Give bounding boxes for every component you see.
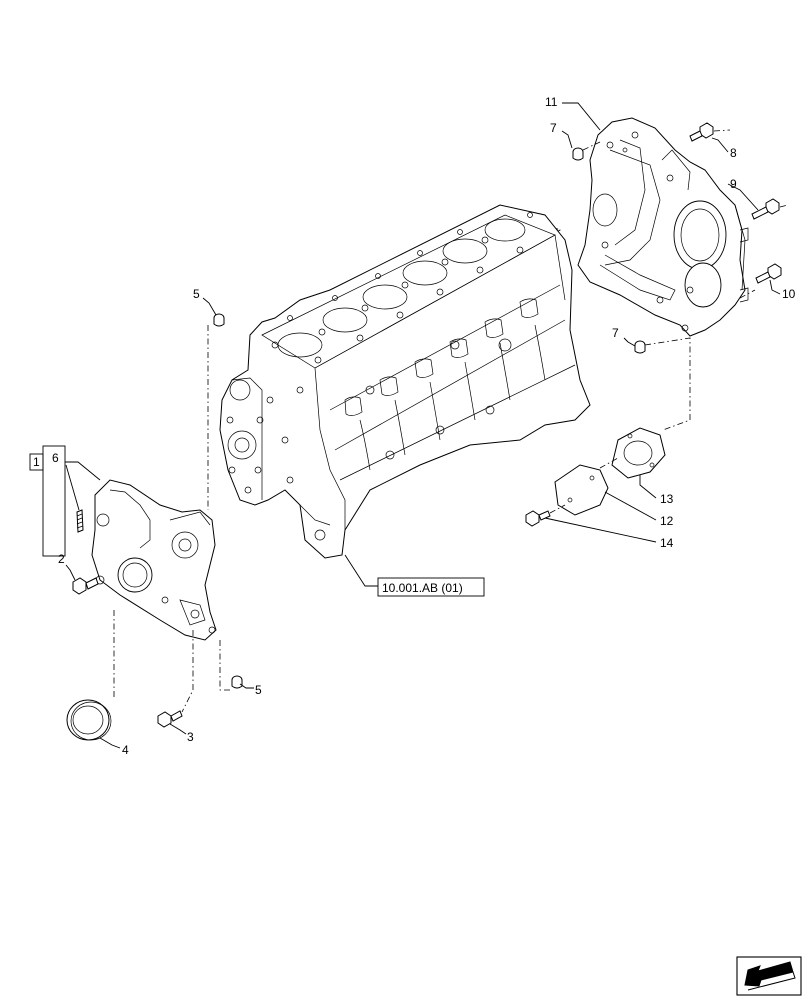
- callout-13[interactable]: 13: [660, 492, 674, 506]
- callout-11[interactable]: 11: [545, 95, 558, 109]
- dowel-7-bottom: [634, 340, 646, 354]
- callout-12[interactable]: 12: [660, 514, 674, 528]
- bolt-9: [751, 198, 780, 220]
- reference-box: [377, 577, 485, 597]
- dowel-5-top: [213, 313, 225, 327]
- callout-14[interactable]: 14: [660, 536, 674, 550]
- callout-6[interactable]: 6: [52, 451, 59, 465]
- bolt-8: [689, 122, 714, 142]
- next-page-arrow-icon[interactable]: [736, 956, 802, 996]
- dowel-7-top: [572, 147, 584, 161]
- cover-plate-12: [554, 464, 609, 516]
- callout-4[interactable]: 4: [122, 743, 129, 757]
- front-timing-cover: [91, 479, 217, 641]
- callout-5-top[interactable]: 5: [193, 287, 200, 301]
- leader-lines: [65, 102, 781, 749]
- bolt-3: [157, 710, 183, 728]
- bolt-10: [755, 263, 782, 284]
- callout-10[interactable]: 10: [782, 287, 796, 301]
- callout-2[interactable]: 2: [58, 552, 65, 566]
- callout-7-top[interactable]: 7: [550, 121, 557, 135]
- callout-3[interactable]: 3: [187, 730, 194, 744]
- flywheel-housing: [577, 117, 749, 337]
- stud-6: [76, 509, 84, 533]
- callout-7-bottom[interactable]: 7: [612, 326, 619, 340]
- callout-1[interactable]: 1: [33, 455, 40, 469]
- callout-1-bracket: [42, 445, 66, 557]
- callout-9[interactable]: 9: [730, 177, 737, 191]
- bolt-14: [525, 510, 551, 527]
- dowel-5-bottom: [231, 675, 243, 689]
- callout-labels: 1 6 2 3 4 5 5 7 7 8 9 10 11 12 13 14 10.…: [29, 95, 796, 757]
- callout-8[interactable]: 8: [730, 146, 737, 160]
- bolt-2: [72, 577, 99, 595]
- engine-block: [219, 204, 591, 559]
- callout-5-bottom[interactable]: 5: [255, 683, 262, 697]
- assembly-lines: [113, 129, 789, 713]
- oil-seal-4: [66, 699, 112, 741]
- reference-link[interactable]: 10.001.AB (01): [382, 581, 463, 595]
- gasket-13: [611, 427, 666, 479]
